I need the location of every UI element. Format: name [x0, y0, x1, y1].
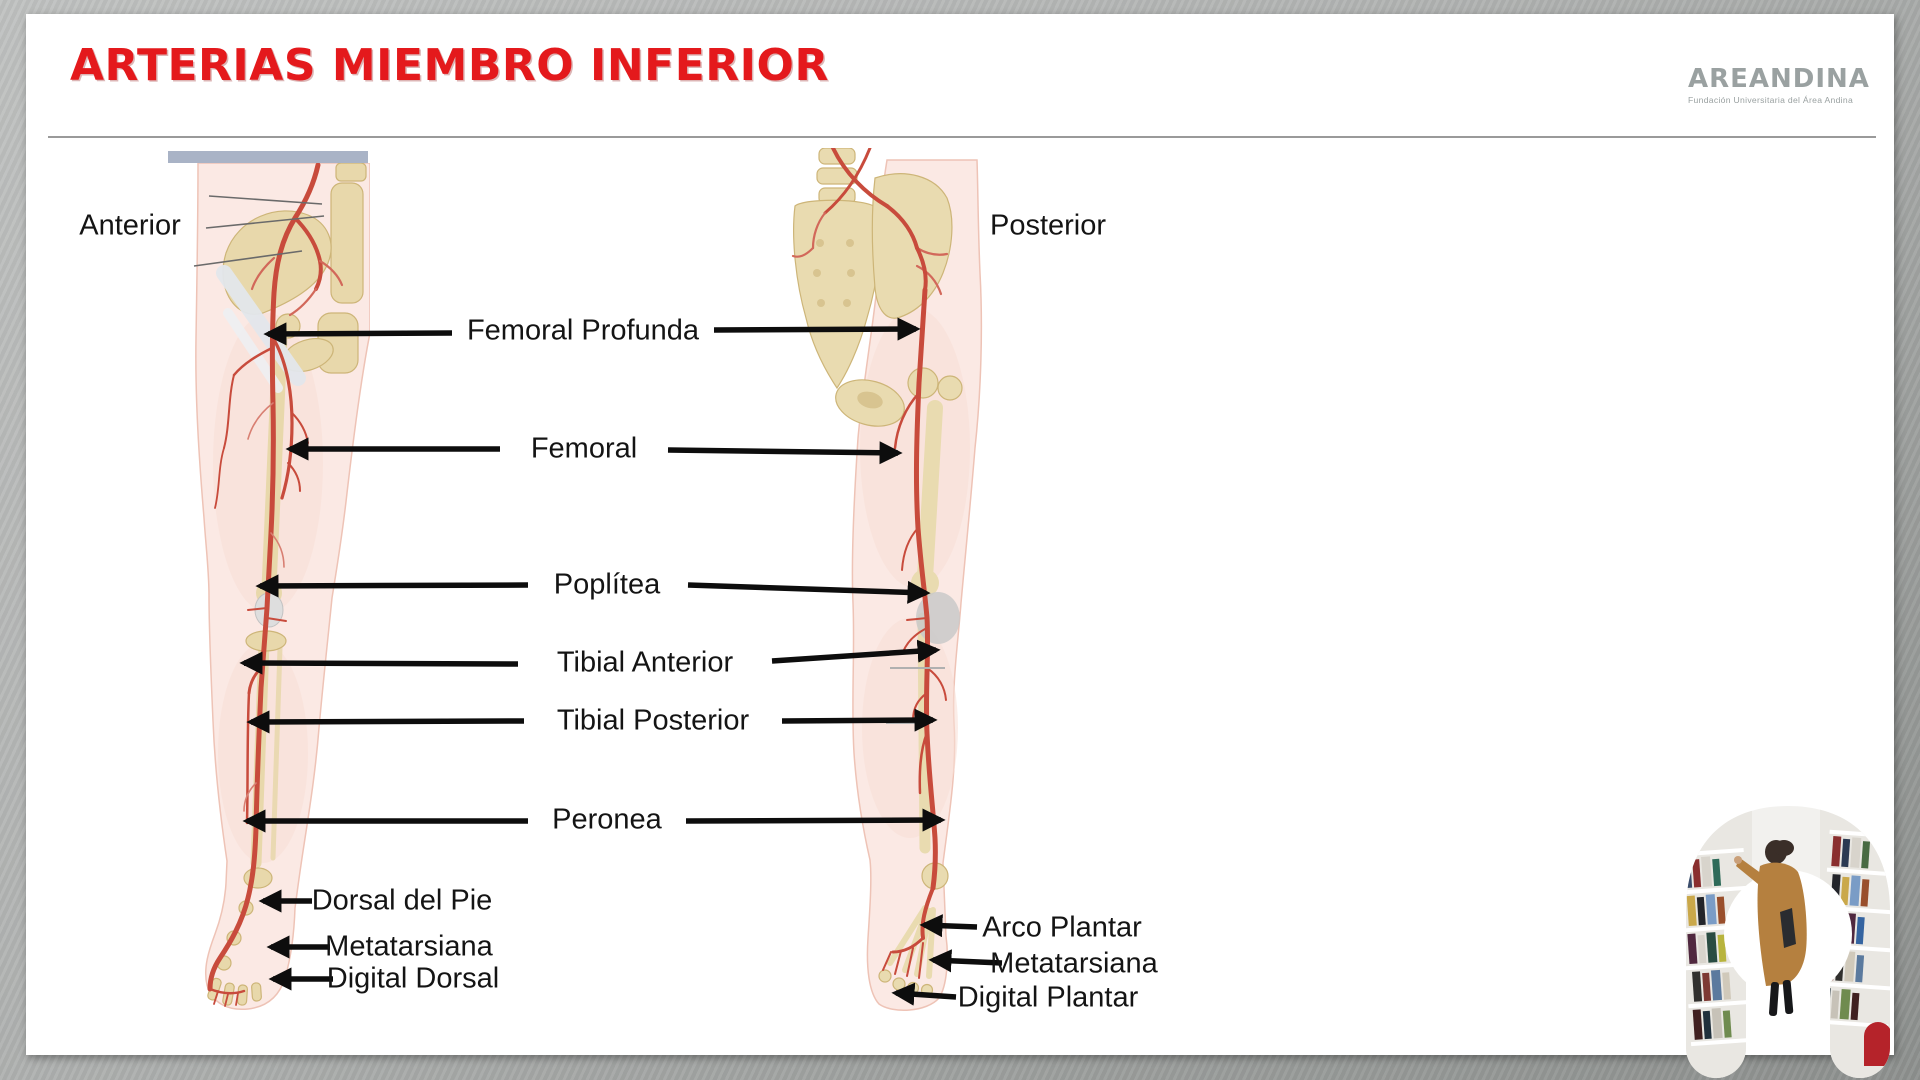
label-peronea: Peronea — [552, 803, 662, 836]
person-browsing-books — [1734, 840, 1807, 1017]
label-tibial-posterior: Tibial Posterior — [556, 704, 750, 737]
label-poplitea: Poplítea — [553, 568, 661, 601]
anterior-ligament-band — [216, 265, 306, 386]
posterior-sacral-foramina — [813, 239, 883, 409]
red-book-end — [1864, 1022, 1890, 1066]
label-anterior-view: Anterior — [79, 209, 181, 242]
label-femoral-profunda: Femoral Profunda — [466, 314, 700, 347]
posterior-calf-shading — [862, 618, 958, 838]
areandina-logo: AREANDINA Fundación Universitaria del Ár… — [1688, 66, 1874, 105]
label-digital-dorsal: Digital Dorsal — [326, 962, 500, 995]
label-tibial-anterior: Tibial Anterior — [556, 646, 734, 679]
figure-top-bar — [168, 151, 368, 163]
anterior-arteries — [207, 163, 344, 1007]
label-dorsal-del-pie: Dorsal del Pie — [311, 884, 493, 917]
label-digital-plantar: Digital Plantar — [957, 981, 1139, 1014]
label-metatarsiana-anterior: Metatarsiana — [325, 930, 493, 963]
label-femoral: Femoral — [530, 432, 638, 465]
posterior-leg-illustration — [791, 148, 983, 1011]
slide-title: ARTERIAS MIEMBRO INFERIOR — [70, 40, 829, 91]
anterior-ligament-band-2 — [223, 308, 283, 393]
label-posterior-view: Posterior — [989, 209, 1107, 242]
areandina-logo-tagline: Fundación Universitaria del Área Andina — [1688, 95, 1854, 105]
title-divider — [48, 136, 1876, 138]
label-metatarsiana-posterior: Metatarsiana — [990, 947, 1158, 980]
areandina-logo-wordmark: AREANDINA — [1688, 64, 1870, 94]
label-arco-plantar: Arco Plantar — [982, 911, 1142, 944]
library-letter-a-photo — [1686, 806, 1890, 1078]
